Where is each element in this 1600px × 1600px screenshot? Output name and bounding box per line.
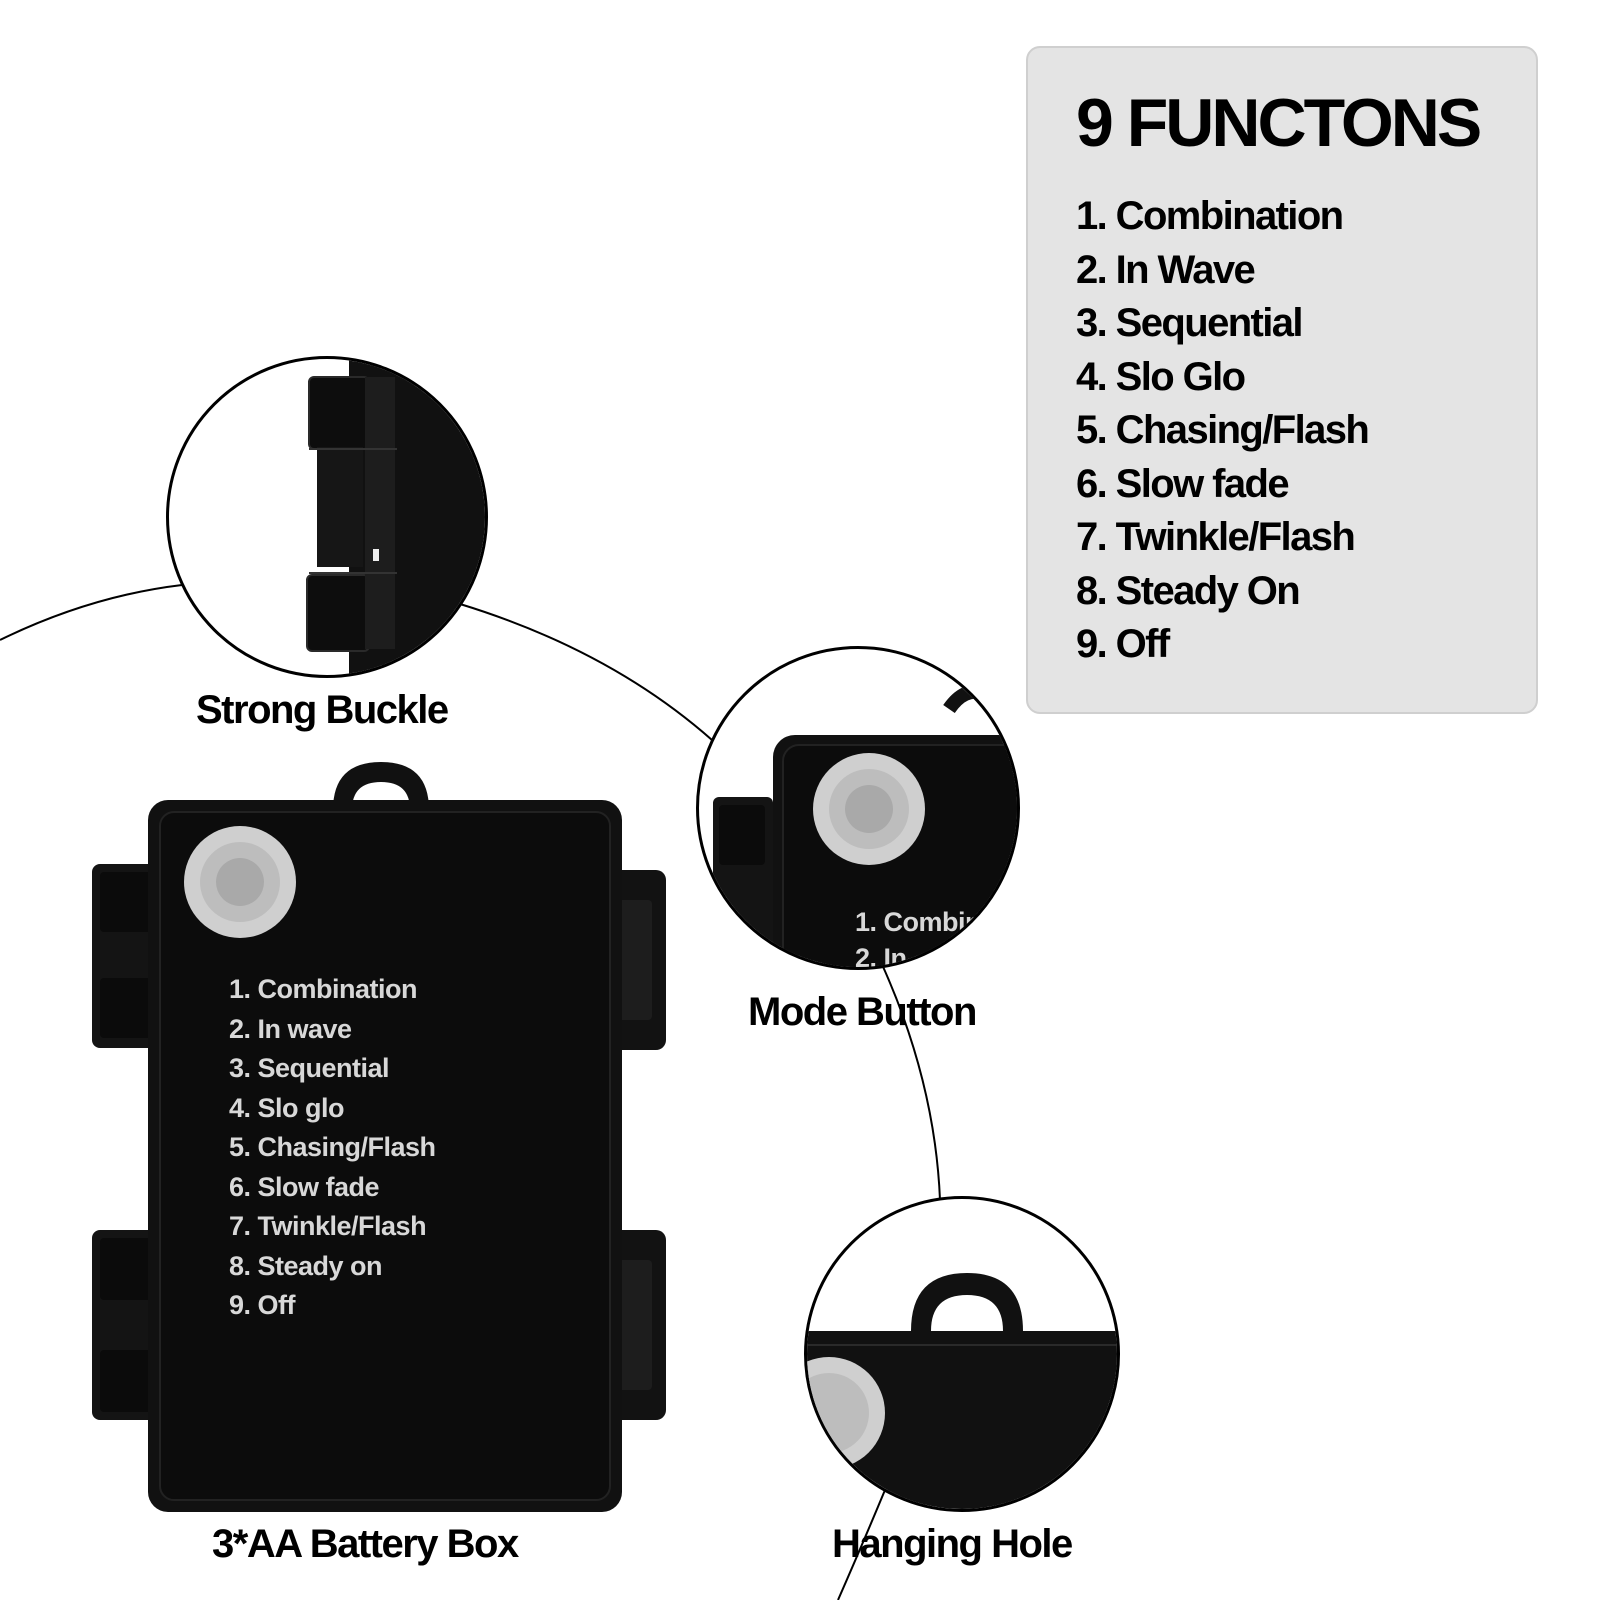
mode-button-closeup	[713, 684, 1017, 967]
hanging-hole-detail-circle	[804, 1196, 1120, 1512]
function-item: 9. Off	[1076, 622, 1170, 666]
strong-buckle-label: Strong Buckle	[196, 688, 449, 732]
box-mode-item: 1. Combination	[229, 974, 417, 1004]
box-mode-item: 9. Off	[229, 1290, 296, 1320]
battery-box-image	[92, 762, 666, 1512]
box-mode-item: 3. Sequential	[229, 1053, 390, 1083]
box-mode-item: 7. Twinkle/Flash	[229, 1211, 427, 1241]
function-item: 5. Chasing/Flash	[1076, 408, 1370, 452]
function-item: 7. Twinkle/Flash	[1076, 515, 1356, 559]
functions-panel: 9 FUNCTONS 1. Combination 2. In Wave 3. …	[1026, 46, 1538, 714]
box-mode-item: 2. In wave	[229, 1013, 352, 1044]
connector-arc-buckle-to-mode	[459, 603, 713, 741]
mode-button-label: Mode Button	[748, 990, 977, 1034]
box-mode-item: 4. Slo glo	[229, 1092, 345, 1123]
function-item: 1. Combination	[1076, 194, 1344, 238]
function-item: 8. Steady On	[1076, 568, 1301, 613]
battery-box-label: 3*AA Battery Box	[212, 1522, 519, 1566]
box-mode-item: 5. Chasing/Flash	[229, 1132, 436, 1162]
connector-arc-mode-to-hanging	[879, 959, 941, 1201]
box-mode-item: 8. Steady on	[229, 1250, 383, 1281]
buckle-closeup	[306, 359, 485, 675]
functions-list: 1. Combination 2. In Wave 3. Sequential …	[1076, 190, 1370, 672]
mode-detail-text-1: 1. Combin	[855, 907, 982, 937]
function-item: 3. Sequential	[1076, 301, 1304, 345]
hanging-hole-closeup	[807, 1273, 1117, 1509]
mode-detail-text-2: 2. In	[855, 943, 907, 970]
functions-title: 9 FUNCTONS	[1076, 85, 1482, 161]
hanging-hole-label: Hanging Hole	[832, 1522, 1073, 1566]
buckle-detail-circle	[166, 356, 488, 678]
box-mode-item: 6. Slow fade	[229, 1171, 380, 1202]
mode-button-detail-circle: 1. Combin 2. In	[696, 646, 1020, 970]
hanging-loop	[333, 762, 429, 810]
function-item: 4. Slo Glo	[1076, 354, 1246, 399]
battery-box-modes: 1. Combination 2. In wave 3. Sequential …	[229, 970, 436, 1326]
function-item: 6. Slow fade	[1076, 461, 1290, 506]
connector-arc-left	[0, 584, 183, 641]
function-item: 2. In Wave	[1076, 247, 1256, 292]
connector-arc-hanging-bottom	[837, 1489, 886, 1600]
